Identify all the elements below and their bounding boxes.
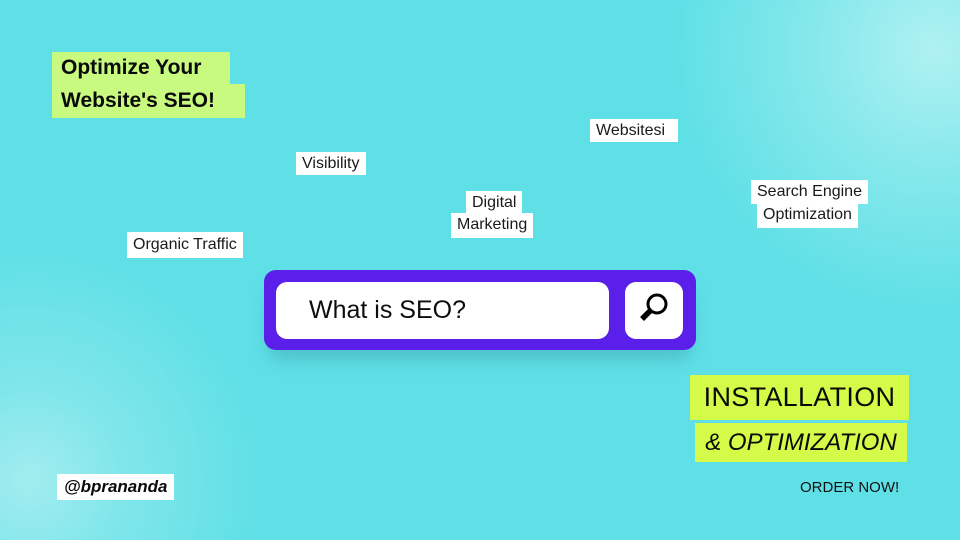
author-handle: @bprananda <box>57 474 175 500</box>
headline-line-2: Website's SEO! <box>52 84 245 118</box>
tag-websitesi: Websitesi <box>590 119 679 142</box>
search-bar: What is SEO? <box>264 270 696 350</box>
tag-optimization: Optimization <box>757 203 858 228</box>
tag-search-engine: Search Engine <box>751 180 868 204</box>
search-icon <box>636 290 672 331</box>
tag-organic-traffic: Organic Traffic <box>127 232 243 258</box>
cta-optimization: & OPTIMIZATION <box>695 423 907 462</box>
tag-visibility: Visibility <box>296 152 366 175</box>
order-now-text: ORDER NOW! <box>800 479 900 496</box>
search-input[interactable]: What is SEO? <box>276 282 609 339</box>
tag-marketing: Marketing <box>451 213 534 238</box>
search-button[interactable] <box>625 282 683 339</box>
tag-digital: Digital <box>466 191 523 215</box>
cta-installation: INSTALLATION <box>690 375 909 420</box>
headline-line-1: Optimize Your <box>52 52 230 84</box>
